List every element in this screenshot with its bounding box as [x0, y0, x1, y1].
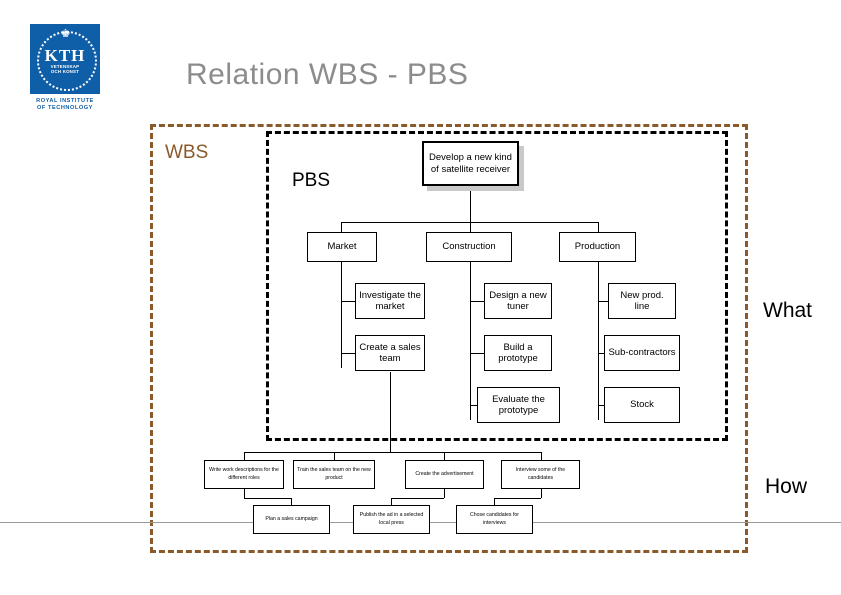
node-root-label: Develop a new kind of satellite receiver	[429, 152, 512, 175]
node-publish-ad[interactable]: Publish the ad in a selected local press	[353, 505, 430, 534]
connector-market-down	[341, 222, 342, 232]
connector-construction-build	[470, 353, 484, 354]
node-investigate-market[interactable]: Investigate the market	[355, 283, 425, 319]
connector-writedesc-bottom	[244, 489, 245, 498]
kth-motto-line1: VETENSKAP	[50, 64, 80, 69]
kth-logo: ♚ KTH VETENSKAP OCH KONST ROYAL INSTITUT…	[24, 24, 106, 112]
node-plan-sales-campaign-label: Plan a sales campaign	[265, 515, 318, 522]
node-design-new-tuner-label: Design a new tuner	[489, 289, 547, 312]
node-new-prod-line-label: New prod. line	[620, 289, 664, 312]
node-interview-candidates-label: Interview some of the candidates	[515, 467, 566, 481]
connector-interview-bottom	[541, 489, 542, 498]
connector-publishad-bus	[391, 498, 444, 499]
kth-abbr: KTH	[44, 46, 86, 65]
node-train-sales-team-label: Train the sales team on the new product	[297, 467, 371, 481]
node-chose-candidates-label: Chose candidates for interviews	[469, 512, 520, 526]
node-root[interactable]: Develop a new kind of satellite receiver	[422, 141, 519, 186]
connector-createad-bottom	[444, 489, 445, 498]
node-train-sales-team[interactable]: Train the sales team on the new product	[293, 460, 375, 489]
node-chose-candidates[interactable]: Chose candidates for interviews	[456, 505, 533, 534]
connector-writedesc-down	[244, 452, 245, 460]
connector-salesteam-down	[390, 372, 391, 452]
connector-market-salesteam	[341, 353, 355, 354]
connector-plancamp-down	[291, 498, 292, 505]
node-build-prototype[interactable]: Build a prototype	[484, 335, 552, 371]
connector-trainteam-down	[334, 452, 335, 460]
connector-production-prodline	[598, 301, 608, 302]
kth-caption-line1: ROYAL INSTITUTE	[36, 98, 94, 104]
node-construction-label: Construction	[442, 241, 496, 253]
connector-production-subcontractors	[598, 353, 608, 354]
node-create-advertisement[interactable]: Create the advertisement	[405, 460, 484, 489]
node-subcontractors-label: Sub-contractors	[608, 347, 676, 359]
kth-motto: VETENSKAP OCH KONST	[30, 64, 100, 74]
connector-construction-tuner	[470, 301, 484, 302]
connector-interview-down	[541, 452, 542, 460]
connector-production-down	[598, 222, 599, 232]
node-design-new-tuner[interactable]: Design a new tuner	[484, 283, 552, 319]
node-create-sales-team[interactable]: Create a sales team	[355, 335, 425, 371]
kth-logo-caption: ROYAL INSTITUTE OF TECHNOLOGY	[24, 98, 106, 112]
connector-chosecand-bus	[494, 498, 541, 499]
node-stock[interactable]: Stock	[604, 387, 680, 423]
page-title: Relation WBS - PBS	[186, 58, 469, 91]
node-production[interactable]: Production	[559, 232, 636, 262]
laurel-ring-icon	[37, 31, 97, 91]
wbs-frame	[150, 124, 748, 553]
connector-publishad-down	[391, 498, 392, 505]
connector-chosecand-down	[494, 498, 495, 505]
kth-caption-line2: OF TECHNOLOGY	[37, 105, 93, 111]
connector-level1-bus	[341, 222, 598, 223]
pbs-frame	[266, 131, 728, 441]
kth-logo-mark: ♚ KTH VETENSKAP OCH KONST	[30, 24, 100, 94]
node-evaluate-prototype-label: Evaluate the prototype	[492, 393, 545, 416]
node-stock-label: Stock	[630, 399, 654, 411]
node-create-advertisement-label: Create the advertisement	[415, 470, 474, 477]
node-subcontractors[interactable]: Sub-contractors	[604, 335, 680, 371]
connector-production-spine	[598, 262, 599, 420]
node-build-prototype-label: Build a prototype	[498, 341, 538, 364]
node-new-prod-line[interactable]: New prod. line	[608, 283, 676, 319]
connector-construction-spine	[470, 262, 471, 420]
crown-icon: ♚	[60, 28, 71, 40]
pbs-frame-label: PBS	[292, 170, 331, 191]
node-construction[interactable]: Construction	[426, 232, 512, 262]
node-write-work-descriptions[interactable]: Write work descriptions for the differen…	[204, 460, 284, 489]
node-investigate-market-label: Investigate the market	[359, 289, 421, 312]
connector-market-investigate	[341, 301, 355, 302]
node-interview-candidates[interactable]: Interview some of the candidates	[501, 460, 580, 489]
node-market-label: Market	[327, 241, 357, 253]
connector-plancamp-bus	[244, 498, 291, 499]
label-what: What	[763, 299, 813, 322]
node-write-work-descriptions-label: Write work descriptions for the differen…	[209, 467, 279, 481]
node-market[interactable]: Market	[307, 232, 377, 262]
connector-market-spine	[341, 262, 342, 368]
connector-createad-down	[444, 452, 445, 460]
wbs-frame-label: WBS	[165, 142, 209, 163]
node-plan-sales-campaign[interactable]: Plan a sales campaign	[253, 505, 330, 534]
connector-construction-down	[470, 222, 471, 232]
node-evaluate-prototype[interactable]: Evaluate the prototype	[477, 387, 560, 423]
node-production-label: Production	[574, 241, 621, 253]
node-publish-ad-label: Publish the ad in a selected local press	[359, 512, 424, 526]
connector-production-stock	[598, 405, 608, 406]
connector-root-down	[470, 186, 471, 222]
connector-wbs-bus	[244, 452, 541, 453]
kth-motto-line2: OCH KONST	[50, 69, 80, 74]
node-create-sales-team-label: Create a sales team	[359, 341, 421, 364]
label-how: How	[765, 475, 808, 498]
